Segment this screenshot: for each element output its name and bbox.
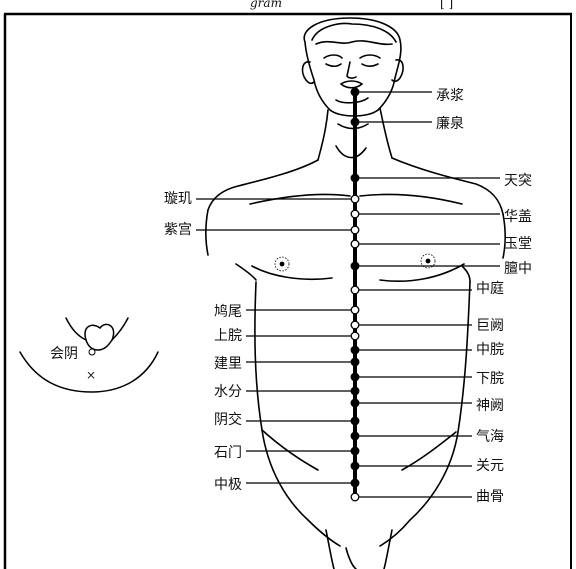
acupoint-marker	[351, 493, 359, 501]
acupoint-marker	[351, 88, 359, 96]
acupoint-label-right: 巨阙	[476, 318, 504, 334]
acupoint-marker	[351, 479, 359, 487]
acupoint-marker	[351, 195, 359, 203]
acupoint-label-left: 紫宫	[164, 222, 192, 238]
acupoint-label-left: 水分	[214, 384, 242, 400]
acupoint-marker	[351, 417, 359, 425]
perineum-inset: 会阴 ×	[20, 318, 158, 392]
acupoint-label-right: 天突	[504, 173, 532, 189]
acupoint-marker	[351, 286, 359, 294]
caption-bracket: [ ]	[440, 0, 453, 10]
acupoint-marker	[351, 432, 359, 440]
acupoint-label-right: 关元	[476, 458, 504, 474]
acupoint-label-left: 璇玑	[164, 191, 192, 207]
huiyin-marker	[89, 349, 95, 355]
acupoint-marker	[351, 174, 359, 182]
acupoint-label-right: 下脘	[476, 371, 504, 387]
acupoint-marker	[351, 447, 359, 455]
caption-fragment: gram	[250, 0, 282, 10]
acupoint-marker	[351, 346, 359, 354]
acupoint-label-left: 阴交	[214, 411, 242, 428]
acupoint-marker	[351, 262, 359, 270]
acupoint-label-right: 承浆	[436, 88, 464, 104]
acupoint-label-right: 气海	[476, 429, 504, 445]
nipple-left	[275, 257, 289, 271]
acupoint-label-right: 廉泉	[436, 115, 464, 132]
acupoint-label-left: 鸠尾	[214, 303, 242, 320]
acupoint-label-left: 中极	[214, 477, 242, 493]
acupoint-label-left: 建里	[214, 356, 242, 372]
acupoint-label-left: 石门	[214, 445, 242, 461]
acupoint-marker	[351, 321, 359, 329]
acupoint-label-right: 曲骨	[476, 489, 504, 505]
acupoint-label-right: 中庭	[476, 280, 504, 297]
inset-cross-mark: ×	[86, 368, 96, 382]
acupoint-marker	[351, 306, 359, 314]
leader-lines	[196, 92, 500, 497]
acupoint-marker	[351, 462, 359, 470]
acupoint-marker	[351, 373, 359, 381]
acupoint-marker	[351, 358, 359, 366]
acupoint-marker	[351, 226, 359, 234]
acupoint-marker	[351, 118, 359, 126]
acupoint-label-left: 上脘	[214, 328, 242, 344]
acupoint-marker	[351, 210, 359, 218]
acupoint-marker	[351, 240, 359, 248]
acupoint-marker	[351, 332, 359, 340]
acupoint-marker	[351, 387, 359, 395]
acupoint-label-right: 华盖	[504, 209, 532, 225]
acupoint-label-right: 神阙	[476, 398, 504, 414]
acupoint-label-right: 膻中	[504, 261, 532, 277]
acupoint-marker	[351, 399, 359, 407]
acupoint-label-right: 玉堂	[504, 236, 532, 252]
acupoint-label-right: 中脘	[476, 342, 504, 358]
inset-label-huiyin: 会阴	[50, 346, 78, 362]
